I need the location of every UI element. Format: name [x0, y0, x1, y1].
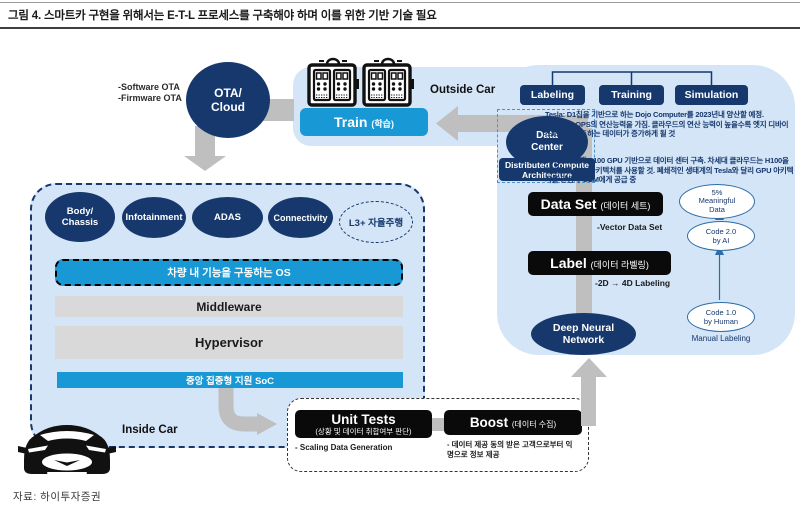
outside-car-label: Outside Car [430, 84, 496, 96]
data-center-group [497, 109, 595, 183]
meaningful-data-node: 5% Meaningful Data [679, 184, 755, 219]
labeling-range-note: -2D → 4D Labeling [595, 278, 671, 288]
adas-node: ADAS [192, 197, 263, 238]
data-set-box: Data Set (데이터 세트) [528, 192, 663, 216]
training-box: Training [599, 85, 664, 105]
boost-box: Boost (데이터 수집) [444, 410, 582, 435]
scaling-data-note: - Scaling Data Generation [295, 443, 393, 452]
title-underline [0, 27, 800, 29]
ota-cloud-node: OTA/ Cloud [186, 62, 270, 138]
unit-tests-box: Unit Tests (상황 및 데이터 취합여부 판단) [295, 410, 432, 438]
vehicle-os-box: 차량 내 기능을 구동하는 OS [55, 259, 403, 286]
ota-side-labels: -Software OTA -Firmware OTA [118, 82, 182, 104]
hypervisor-box: Hypervisor [55, 326, 403, 359]
inside-car-label: Inside Car [122, 424, 178, 436]
server-icon [307, 57, 359, 107]
code-1-human-node: Code 1.0 by Human [687, 302, 755, 332]
infotainment-node: Infotainment [122, 197, 186, 238]
nvidia-note: nVIDIA: 현재 A100 GPU 기반으로 데이터 센터 구축. 차세대 … [545, 156, 794, 185]
connectivity-node: Connectivity [268, 197, 333, 238]
top-rule [0, 2, 800, 3]
server-icon [362, 57, 414, 107]
soc-box: 중앙 집중형 지원 SoC [57, 372, 403, 388]
middleware-box: Middleware [55, 296, 403, 317]
boost-note: - 데이터 제공 동의 받은 고객으로부터 익명으로 정보 제공 [447, 440, 573, 459]
software-ota-label: -Software OTA [118, 82, 180, 92]
unittests-boost-connector [432, 418, 444, 431]
figure-title: 그림 4. 스마트카 구현을 위해서는 E-T-L 프로세스를 구축해야 하며 … [8, 10, 437, 22]
vector-data-set-note: -Vector Data Set [597, 222, 663, 232]
manual-labeling-caption: Manual Labeling [691, 334, 751, 343]
distributed-compute-box: Distributed Compute Architecture [499, 158, 595, 181]
simulation-box: Simulation [675, 85, 748, 105]
car-icon [18, 425, 116, 474]
body-chassis-node: Body/ Chassis [45, 192, 115, 242]
tesla-note: Tesla: D1칩을 기반으로 하는 Dojo Computer를 2023년… [545, 110, 789, 139]
train-box: Train (학습) [300, 108, 428, 136]
l3-autonomy-node: L3+ 자율주행 [339, 201, 413, 243]
code-2-ai-node: Code 2.0 by AI [687, 221, 755, 251]
source-caption: 자료: 하이투자증권 [13, 491, 102, 503]
labeling-box: Labeling [520, 85, 585, 105]
deep-neural-network-node: Deep Neural Network [531, 313, 636, 355]
firmware-ota-label: -Firmware OTA [118, 93, 182, 103]
label-box: Label (데이터 라벨링) [528, 251, 671, 275]
